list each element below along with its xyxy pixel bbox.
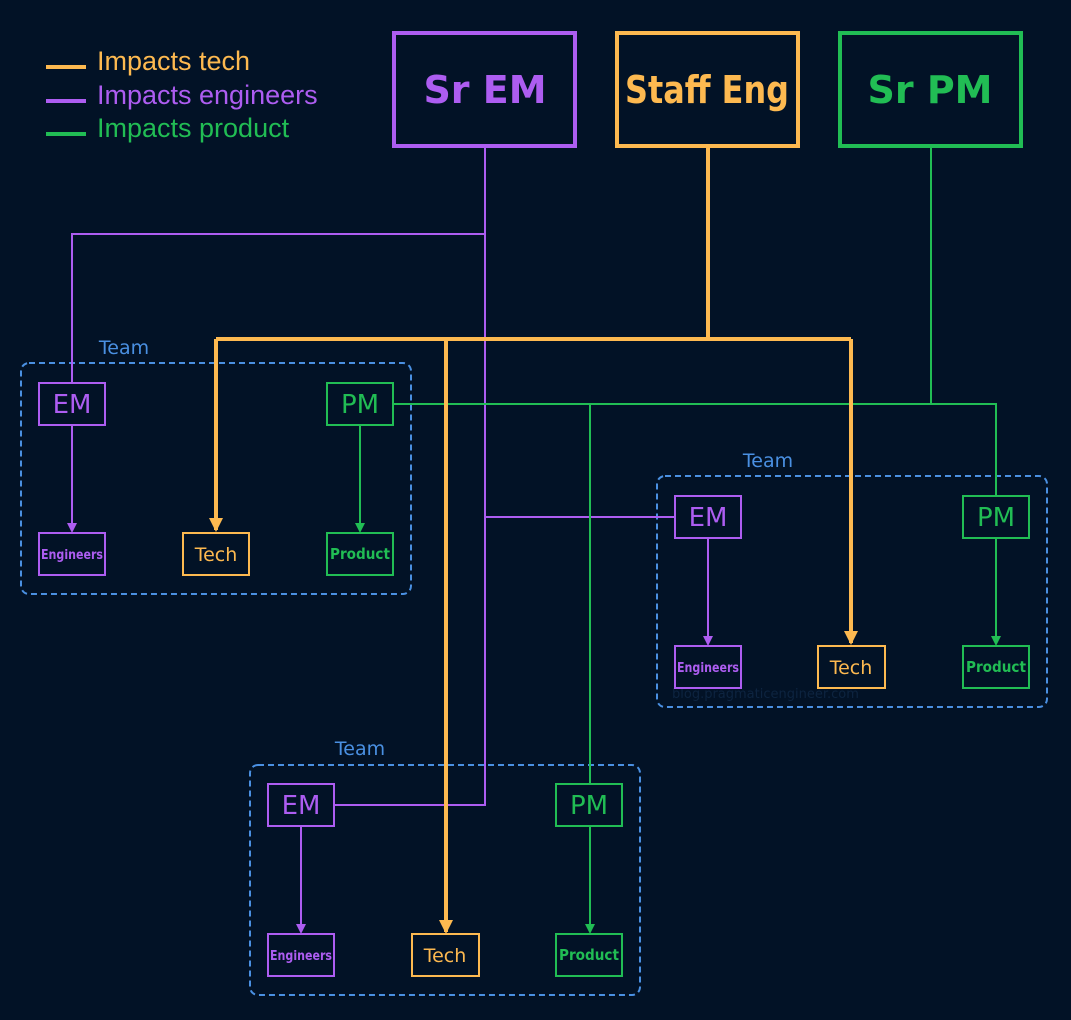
team-2-pm-box <box>962 495 1030 539</box>
team-3-tech-box <box>411 933 480 977</box>
team-1: EM PM Engineers Tech Product <box>38 382 394 576</box>
team-3-engineers-box <box>267 933 335 977</box>
staff-eng-box: Staff Eng <box>615 31 800 148</box>
team-3-em-box <box>267 783 335 827</box>
team-1-pm-box <box>326 382 394 426</box>
team-3-pm-label: PM <box>570 791 608 821</box>
team-3-container <box>249 764 641 996</box>
team-2-engineers-box <box>674 645 742 689</box>
team-2-tech-label: Tech <box>829 657 873 679</box>
team-1-em-label: EM <box>53 390 92 420</box>
team-1-product-box <box>326 532 394 576</box>
team-1-product-label: Product <box>330 545 390 563</box>
sr-pm-box: Sr PM <box>838 31 1023 148</box>
team-3-tech-label: Tech <box>423 945 467 967</box>
team-3-product-label: Product <box>559 946 619 964</box>
team-3: EM PM Engineers Tech Product <box>267 783 623 977</box>
team-3-em-label: EM <box>282 791 321 821</box>
legend-tech-label: Impacts tech <box>97 46 250 76</box>
team-2-em-box <box>674 495 742 539</box>
team-3-label: Team <box>334 738 385 760</box>
legend-engineers-label: Impacts engineers <box>97 80 318 110</box>
sr-em-label: Sr EM <box>423 68 546 112</box>
team-2-tech-box <box>817 645 886 689</box>
tech-connectors <box>209 147 858 934</box>
team-2: EM PM Engineers Tech Product <box>674 495 1030 689</box>
product-connectors <box>355 147 1001 934</box>
sr-pm-label: Sr PM <box>867 68 992 112</box>
team-3-product-box <box>555 933 623 977</box>
legend: Impacts tech Impacts engineers Impacts p… <box>46 46 318 143</box>
team-3-pm-box <box>555 783 623 827</box>
team-2-container <box>656 475 1048 708</box>
team-2-product-box <box>962 645 1030 689</box>
team-3-engineers-label: Engineers <box>270 949 332 964</box>
staff-eng-label: Staff Eng <box>625 68 789 112</box>
team-1-tech-box <box>182 532 250 576</box>
team-2-product-label: Product <box>966 658 1026 676</box>
team-1-engineers-label: Engineers <box>41 548 103 563</box>
legend-product-label: Impacts product <box>97 113 290 143</box>
watermark: blog.pragmaticengineer.com <box>672 687 859 702</box>
team-1-container <box>20 362 412 595</box>
team-2-em-label: EM <box>689 503 728 533</box>
team-2-label: Team <box>742 450 793 472</box>
team-1-engineers-box <box>38 532 106 576</box>
team-1-pm-label: PM <box>341 390 379 420</box>
team-1-label: Team <box>98 337 149 359</box>
team-2-pm-label: PM <box>977 503 1015 533</box>
team-1-em-box <box>38 382 106 426</box>
team-2-engineers-label: Engineers <box>677 661 739 676</box>
team-1-tech-label: Tech <box>194 544 238 566</box>
engineers-connectors <box>67 147 713 934</box>
sr-em-box: Sr EM <box>392 31 577 148</box>
